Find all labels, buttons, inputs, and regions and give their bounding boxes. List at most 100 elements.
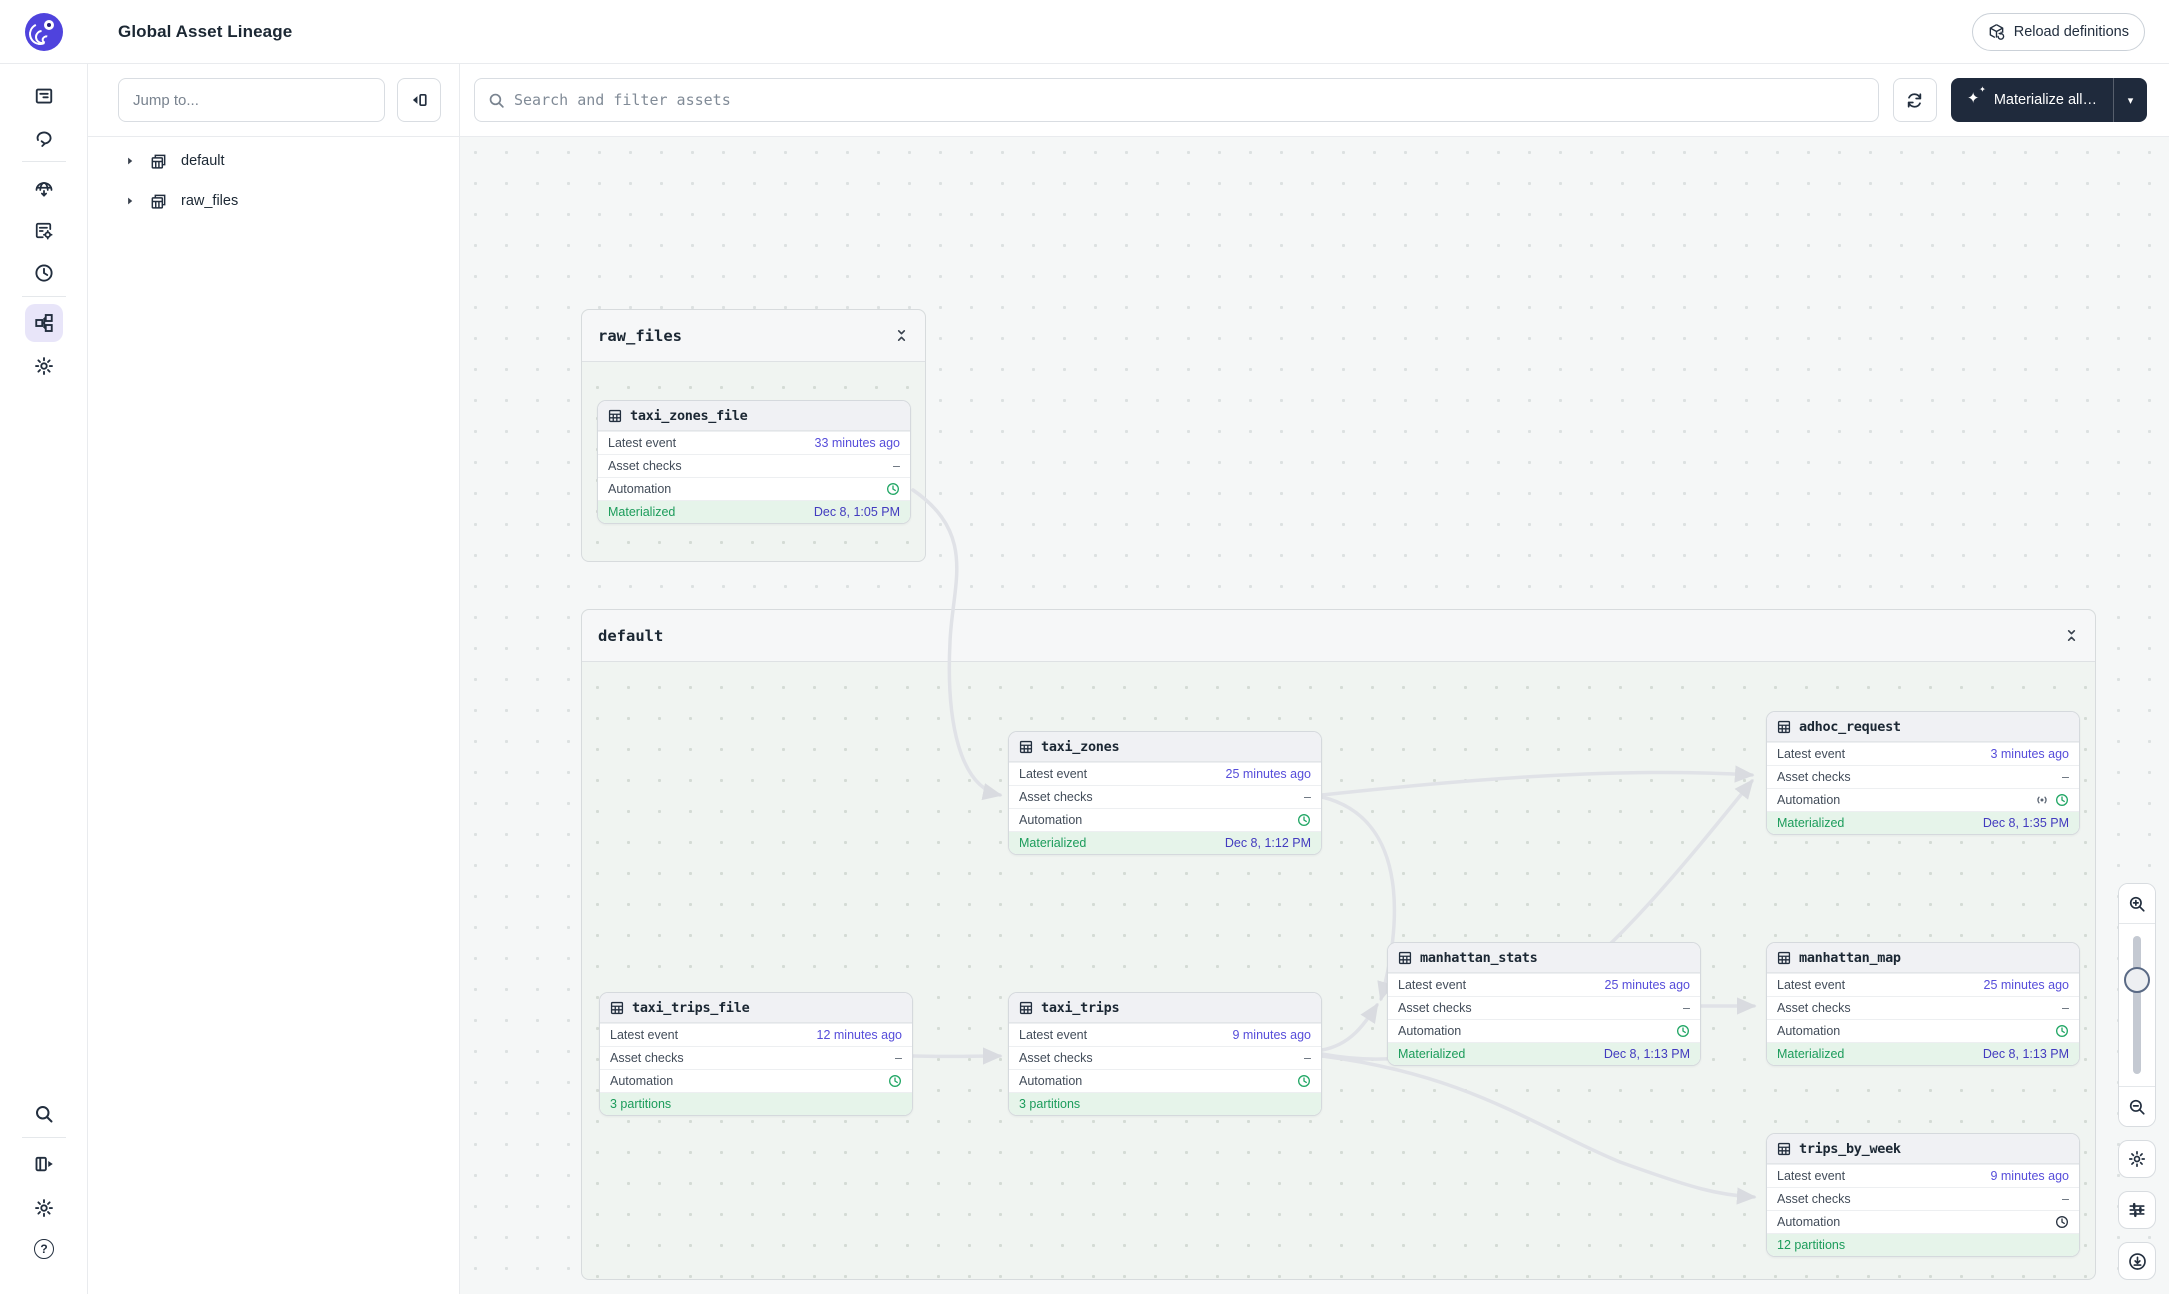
group-default-header[interactable]: default (582, 610, 2095, 662)
collapse-panel-button[interactable] (397, 78, 441, 122)
collapse-group-icon[interactable] (2064, 628, 2079, 643)
zoom-in-button[interactable] (2119, 884, 2155, 924)
graph-filters-button[interactable] (2118, 1191, 2156, 1229)
table-icon (1019, 740, 1033, 754)
jump-to-input[interactable] (118, 78, 385, 122)
asset-name: taxi_trips (1041, 999, 1120, 1016)
sliders-icon (2128, 1201, 2146, 1219)
zoom-out-button[interactable] (2119, 1086, 2155, 1126)
latest-event-link[interactable]: 12 minutes ago (816, 1028, 902, 1042)
partitions-row: 3 partitions (600, 1092, 912, 1115)
asset-node-header[interactable]: manhattan_stats (1388, 943, 1700, 973)
group-raw-files-header[interactable]: raw_files (582, 310, 925, 362)
page-title: Global Asset Lineage (118, 21, 293, 41)
asset-search-input[interactable] (514, 91, 1865, 109)
asset-checks-row: Asset checks– (1009, 1046, 1321, 1069)
clock-dark-icon[interactable] (2055, 1215, 2069, 1229)
clock-green-icon[interactable] (2055, 793, 2069, 807)
asset-node-header[interactable]: taxi_zones_file (598, 401, 910, 431)
download-view-button[interactable] (2118, 1242, 2156, 1280)
asset-checks-row: Asset checks– (1767, 996, 2079, 1019)
help-icon[interactable]: ? (25, 1230, 63, 1268)
runs-icon[interactable] (25, 119, 63, 157)
latest-event-link[interactable]: 33 minutes ago (814, 436, 900, 450)
zoom-slider-thumb[interactable] (2124, 967, 2150, 993)
table-icon (1777, 1142, 1791, 1156)
automation-row: Automation (1767, 1019, 2079, 1042)
search-icon[interactable] (25, 1095, 63, 1133)
latest-event-link[interactable]: 25 minutes ago (1983, 978, 2069, 992)
expand-panel-icon[interactable] (25, 1145, 63, 1183)
graph-toolbar: Materialize all… ▾ (460, 64, 2169, 137)
overview-icon[interactable] (25, 77, 63, 115)
asset-node-header[interactable]: taxi_trips (1009, 993, 1321, 1023)
latest-event-link[interactable]: 9 minutes ago (1232, 1028, 1311, 1042)
automation-row: Automation (1388, 1019, 1700, 1042)
clock-green-icon[interactable] (1297, 1074, 1311, 1088)
asset-node-header[interactable]: adhoc_request (1767, 712, 2079, 742)
zoom-slider[interactable] (2119, 924, 2155, 1086)
asset-checks-row: Asset checks– (600, 1046, 912, 1069)
lineage-canvas[interactable]: raw_files default (460, 137, 2169, 1294)
asset-name: manhattan_map (1799, 949, 1901, 966)
asset-node-header[interactable]: manhattan_map (1767, 943, 2079, 973)
partitions-row: 3 partitions (1009, 1092, 1321, 1115)
clock-green-icon[interactable] (886, 482, 900, 496)
asset-node-header[interactable]: taxi_trips_file (600, 993, 912, 1023)
chevron-down-icon: ▾ (2127, 94, 2134, 107)
gear-icon[interactable] (25, 1189, 63, 1227)
caret-right-icon[interactable] (124, 155, 136, 167)
reload-definitions-button[interactable]: Reload definitions (1971, 12, 2145, 51)
refresh-button[interactable] (1892, 78, 1937, 122)
asset-search-bar[interactable] (474, 78, 1879, 122)
latest-event-link[interactable]: 25 minutes ago (1604, 978, 1690, 992)
asset-checks-row: Asset checks– (1009, 785, 1321, 808)
asset-lineage-icon[interactable] (25, 304, 63, 342)
asset-name: taxi_zones_file (630, 407, 748, 424)
table-icon (1777, 720, 1791, 734)
clock-green-icon[interactable] (2055, 1024, 2069, 1038)
automation-row: Automation (1009, 808, 1321, 831)
dagster-logo[interactable] (0, 0, 88, 64)
latest-event-link[interactable]: 9 minutes ago (1990, 1169, 2069, 1183)
tree-item-label: raw_files (181, 193, 239, 209)
dagster-logo-icon (25, 12, 63, 51)
schedules-icon[interactable] (25, 254, 63, 292)
graph-settings-button[interactable] (2118, 1140, 2156, 1178)
latest-event-link[interactable]: 25 minutes ago (1225, 767, 1311, 781)
search-icon (488, 92, 505, 109)
jobs-icon[interactable] (25, 212, 63, 250)
asset-checks-row: Asset checks– (1388, 996, 1700, 1019)
caret-right-icon[interactable] (124, 195, 136, 207)
clock-green-icon[interactable] (1297, 813, 1311, 827)
tree-item-label: default (181, 153, 225, 169)
tree-item-raw-files[interactable]: raw_files (88, 181, 459, 221)
clock-green-icon[interactable] (888, 1074, 902, 1088)
asset-node-header[interactable]: taxi_zones (1009, 732, 1321, 762)
asset-node-header[interactable]: trips_by_week (1767, 1134, 2079, 1164)
table-icon (1019, 1001, 1033, 1015)
deployment-icon[interactable] (25, 170, 63, 208)
top-bar: Global Asset Lineage Reload definitions (0, 0, 2169, 64)
latest-event-link[interactable]: 3 minutes ago (1990, 747, 2069, 761)
collapse-group-icon[interactable] (894, 328, 909, 343)
materialize-all-button[interactable]: Materialize all… (1951, 78, 2113, 122)
asset-name: adhoc_request (1799, 718, 1901, 735)
clock-green-icon[interactable] (1676, 1024, 1690, 1038)
asset-name: taxi_zones (1041, 738, 1120, 755)
settings-icon[interactable] (25, 347, 63, 385)
tree-item-default[interactable]: default (88, 141, 459, 181)
sensor-icon[interactable] (2035, 793, 2049, 807)
zoom-slider-track[interactable] (2133, 936, 2141, 1074)
materialize-dropdown-button[interactable]: ▾ (2113, 78, 2147, 122)
